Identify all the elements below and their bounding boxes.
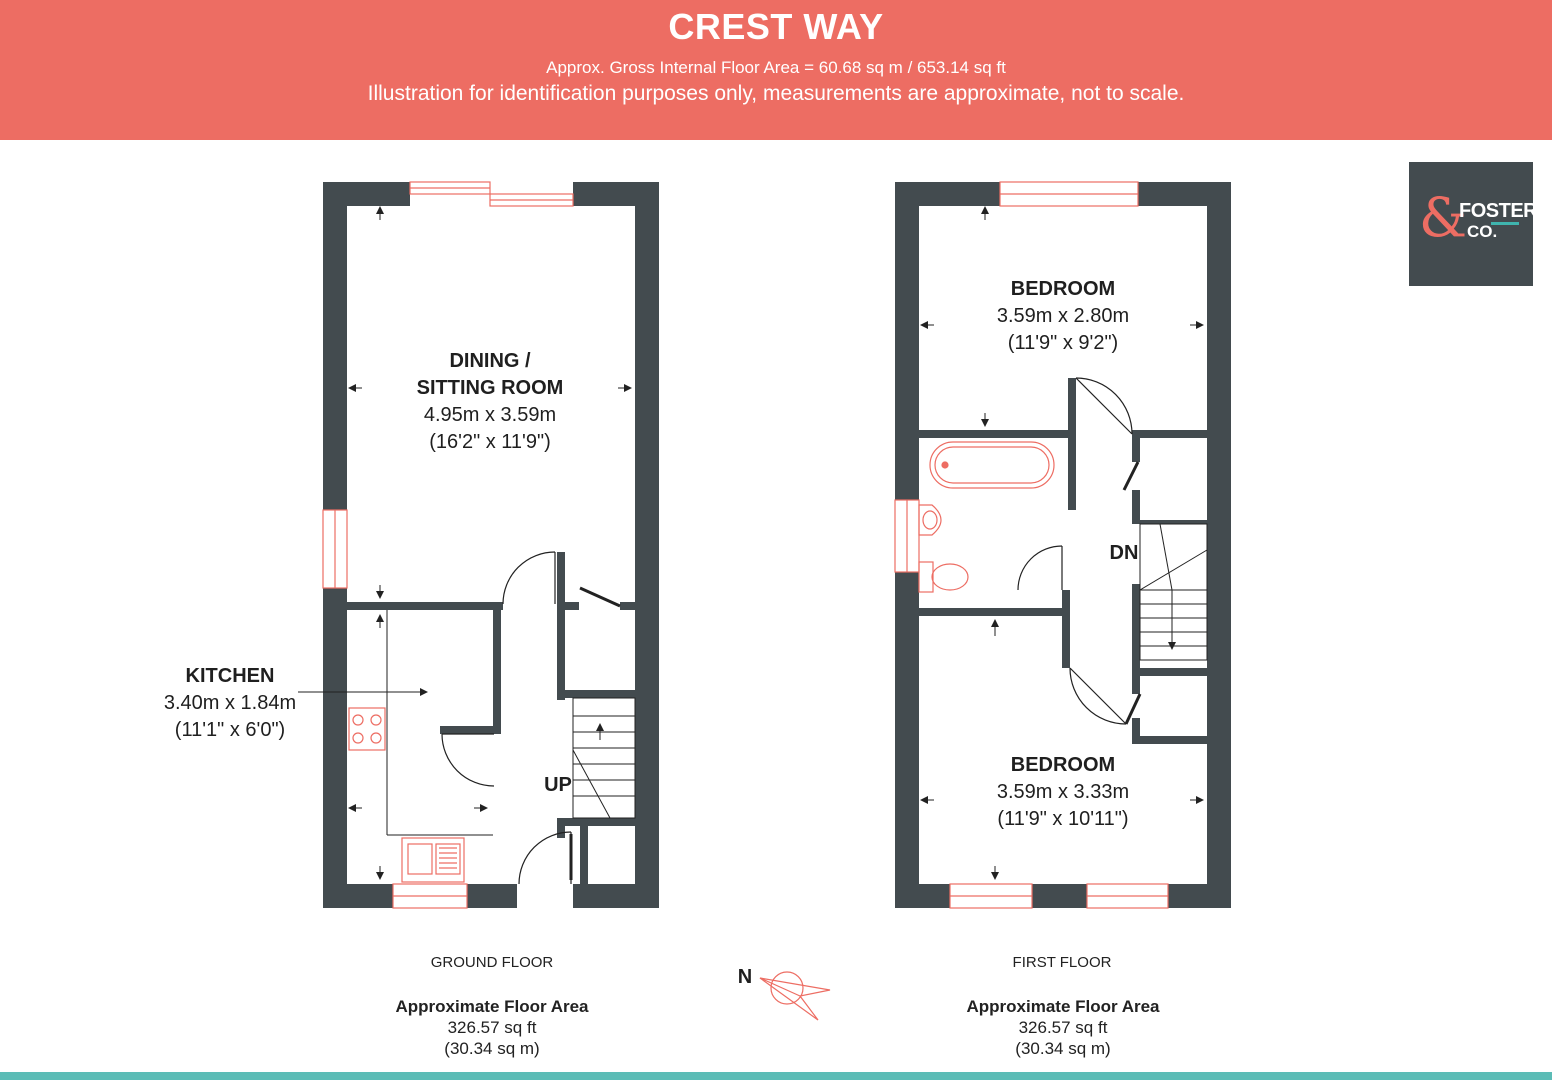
dining-room-name-1: DINING /: [449, 350, 531, 372]
agency-logo: & FOSTER CO.: [1409, 162, 1538, 286]
bedroom-bottom-name: BEDROOM: [1010, 754, 1116, 776]
first-floor-measure-arrows: [920, 206, 1204, 880]
ground-floor-stairs: [572, 697, 636, 819]
header-banner: CREST WAY Approx. Gross Internal Floor A…: [0, 0, 1552, 140]
bedroom-bottom-dim-m: 3.59m x 3.33m: [996, 781, 1130, 803]
kitchen-label: KITCHEN 3.40m x 1.84m (11'1" x 6'0"): [140, 663, 320, 744]
toilet-icon: [918, 561, 969, 593]
kitchen-sink-icon: [401, 837, 465, 883]
first-floor-caption: FIRST FLOOR: [1012, 954, 1112, 971]
ground-area-title: Approximate Floor Area: [395, 997, 589, 1016]
dining-room-dim-ft: (16'2" x 11'9"): [429, 431, 551, 453]
dining-room-dim-m: 4.95m x 3.59m: [423, 404, 557, 426]
ground-floor-doors: [441, 551, 572, 885]
ground-area-sqft: 326.57 sq ft: [447, 1018, 537, 1037]
compass-icon: [759, 971, 831, 1021]
ground-floor-walls: [323, 182, 659, 908]
dining-room-label: DINING / SITTING ROOM 4.95m x 3.59m (16'…: [380, 348, 600, 456]
kitchen-name: KITCHEN: [185, 665, 275, 687]
ground-floor-measure-arrows: [298, 206, 632, 880]
dining-room-name-2: SITTING ROOM: [416, 377, 564, 399]
first-area-sqm: (30.34 sq m): [1015, 1039, 1111, 1058]
first-floor-doors: [1017, 377, 1133, 725]
first-floor-door-leaves: [1122, 461, 1142, 725]
logo-word-foster: FOSTER: [1459, 200, 1538, 222]
property-title: CREST WAY: [668, 6, 884, 47]
first-area-sqft: 326.57 sq ft: [1018, 1018, 1108, 1037]
bedroom-top-dim-ft: (11'9" x 9'2"): [1007, 332, 1119, 354]
logo-accent-bar: [1491, 222, 1519, 225]
ground-floor-area: Approximate Floor Area 326.57 sq ft (30.…: [352, 996, 632, 1059]
stairs-up-label: UP: [544, 774, 572, 796]
hob-icon: [348, 707, 386, 751]
disclaimer-line: Illustration for identification purposes…: [367, 82, 1185, 105]
ampersand-glyph: &: [1419, 186, 1468, 249]
kitchen-worktop: [386, 610, 493, 836]
ground-floor-plan: [298, 181, 659, 909]
bathroom-fixtures: [929, 441, 1055, 489]
kitchen-dim-m: 3.40m x 1.84m: [163, 692, 297, 714]
footer-accent-line: [0, 1072, 1552, 1080]
ground-area-sqm: (30.34 sq m): [444, 1039, 540, 1058]
first-floor-plan: [894, 181, 1231, 909]
first-floor-stairs: [1139, 523, 1208, 661]
first-floor-walls: [895, 182, 1231, 908]
bedroom-top-dim-m: 3.59m x 2.80m: [996, 305, 1130, 327]
ground-floor-windows: [322, 181, 574, 909]
compass-north-label: N: [737, 966, 753, 988]
ground-floor-caption: GROUND FLOOR: [430, 954, 554, 971]
kitchen-dim-ft: (11'1" x 6'0"): [174, 719, 286, 741]
washbasin-icon: [918, 504, 942, 536]
first-floor-area: Approximate Floor Area 326.57 sq ft (30.…: [923, 996, 1203, 1059]
stairs-down-label: DN: [1109, 542, 1139, 564]
bedroom-top-label: BEDROOM 3.59m x 2.80m (11'9" x 9'2"): [953, 276, 1173, 357]
bedroom-bottom-label: BEDROOM 3.59m x 3.33m (11'9" x 10'11"): [953, 752, 1173, 833]
gross-area-line: Approx. Gross Internal Floor Area = 60.6…: [546, 58, 1006, 77]
logo-word-co: CO.: [1467, 222, 1498, 241]
first-area-title: Approximate Floor Area: [966, 997, 1160, 1016]
ground-floor-door-leaves: [569, 586, 621, 880]
bedroom-top-name: BEDROOM: [1010, 278, 1116, 300]
bedroom-bottom-dim-ft: (11'9" x 10'11"): [997, 808, 1129, 830]
first-floor-windows: [894, 181, 1169, 909]
